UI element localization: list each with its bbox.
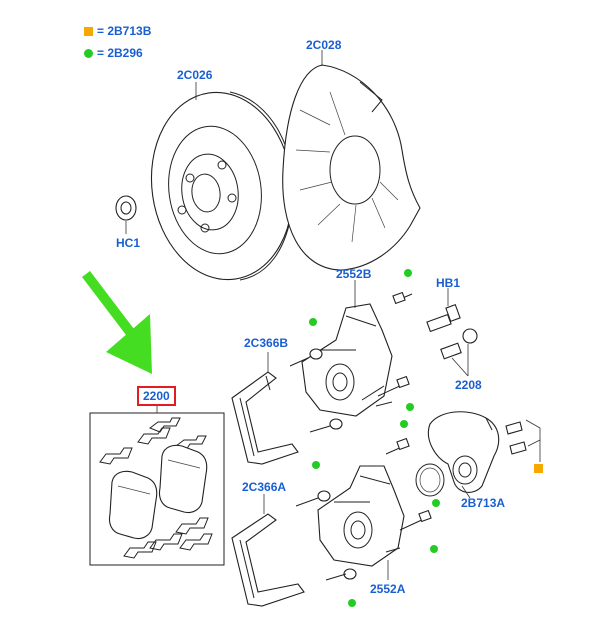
parking-brake-motor-drawing (415, 411, 541, 499)
label-bracket-bolt-top: 2552B (336, 267, 372, 281)
label-motor: 2B713A (461, 496, 506, 510)
green-dot-icon (309, 318, 317, 326)
green-dot-icon (312, 461, 320, 469)
brake-disc-drawing (150, 82, 294, 281)
label-pads-kit-highlighted[interactable]: 2200 (137, 386, 176, 406)
green-dot-icon (84, 48, 93, 58)
legend-dot-row: = 2B296 (84, 46, 143, 60)
label-bracket-bolt-bottom: 2552A (370, 582, 406, 596)
legend-dot-text: = 2B296 (97, 46, 143, 60)
bleed-screw-drawing (426, 288, 478, 377)
label-bleed-screw: HB1 (436, 276, 461, 290)
label-hub-nut: HC1 (116, 236, 141, 250)
green-dot-icon (406, 403, 414, 411)
green-dot-icon (400, 420, 408, 428)
upper-caliper-drawing (289, 280, 413, 433)
lower-caliper-drawing (295, 437, 432, 581)
legend-square-row: = 2B713B (84, 24, 151, 38)
green-dot-icon (404, 269, 412, 277)
label-shield: 2C028 (306, 38, 342, 52)
label-disc: 2C026 (177, 68, 213, 82)
green-dot-icon (348, 599, 356, 607)
green-dot-icon (430, 545, 438, 553)
green-dot-markers (309, 269, 440, 607)
label-caliper-upper: 2C366B (244, 336, 289, 350)
brake-pads-kit-drawing (89, 404, 225, 566)
hub-nut-drawing (115, 195, 137, 234)
splash-shield-drawing (282, 50, 421, 271)
orange-square-icon (84, 26, 93, 36)
upper-caliper-bracket-drawing (231, 352, 299, 465)
label-caliper-lower: 2C366A (242, 480, 287, 494)
orange-square-icon (534, 464, 543, 473)
lower-caliper-bracket-drawing (231, 494, 305, 607)
label-cap: 2208 (455, 378, 482, 392)
green-arrow-icon (82, 270, 152, 374)
legend-square-text: = 2B713B (97, 24, 152, 38)
green-dot-icon (432, 499, 440, 507)
